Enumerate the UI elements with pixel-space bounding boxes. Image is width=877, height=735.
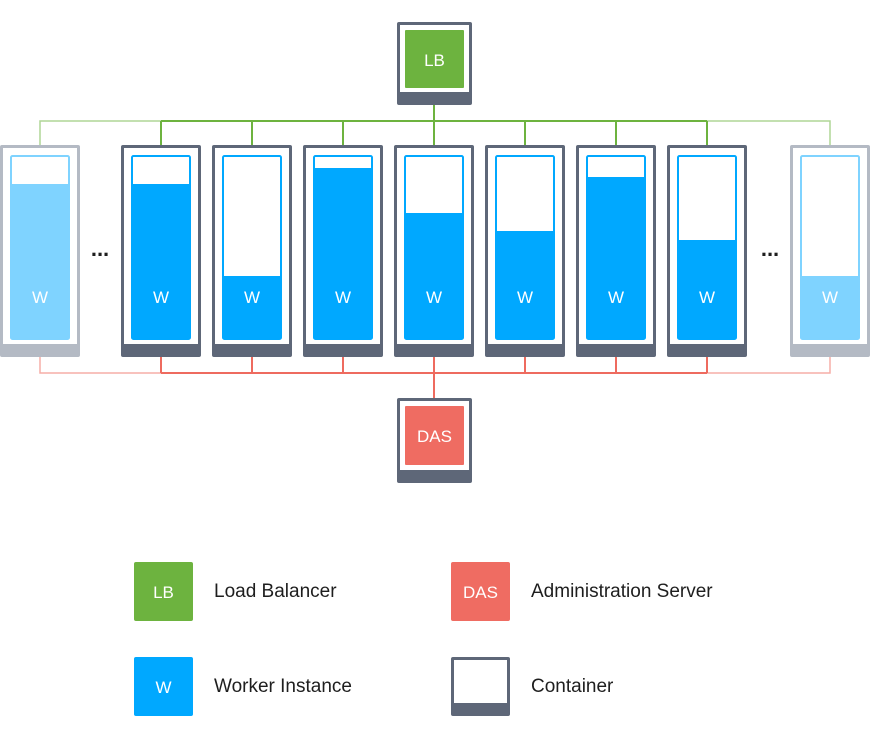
worker-label: W	[335, 288, 351, 307]
load-balancer-node: LB	[397, 22, 472, 105]
worker-label: W	[517, 288, 533, 307]
legend-lb-icon-text: LB	[153, 583, 174, 602]
left-ellipsis: ...	[91, 236, 109, 261]
legend-das-icon-text: DAS	[463, 583, 498, 602]
worker-load-fill	[679, 240, 735, 338]
legend-container-icon	[451, 657, 510, 716]
lb-link-faded-right	[707, 120, 831, 150]
legend-worker-label: Worker Instance	[214, 676, 352, 697]
legend-container-label: Container	[531, 676, 614, 697]
worker-load-fill	[406, 213, 462, 338]
worker-container: W	[303, 145, 383, 357]
lb-label: LB	[424, 51, 445, 70]
worker-label: W	[699, 288, 715, 307]
worker-container: W	[394, 145, 474, 357]
worker-container: W	[790, 145, 870, 357]
legend-das-icon: DAS	[451, 562, 510, 621]
worker-container: W	[0, 145, 80, 357]
lb-link-faded-left	[39, 120, 161, 150]
legend-worker-icon-text: W	[155, 678, 171, 697]
worker-container: W	[212, 145, 292, 357]
worker-container: W	[576, 145, 656, 357]
worker-load-fill	[133, 184, 189, 338]
worker-label: W	[244, 288, 260, 307]
legend-worker-icon: W	[134, 657, 193, 716]
worker-label: W	[153, 288, 169, 307]
right-ellipsis: ...	[761, 236, 779, 261]
worker-container: W	[121, 145, 201, 357]
worker-load-fill	[802, 276, 858, 338]
worker-load-fill	[588, 177, 644, 338]
worker-label: W	[32, 288, 48, 307]
das-node: DAS	[397, 398, 472, 483]
worker-container: W	[485, 145, 565, 357]
legend-das-label: Administration Server	[531, 581, 713, 602]
das-label: DAS	[417, 427, 452, 446]
worker-label: W	[608, 288, 624, 307]
legend-lb-label: Load Balancer	[214, 581, 337, 602]
legend-lb-icon: LB	[134, 562, 193, 621]
worker-load-fill	[224, 276, 280, 338]
worker-label: W	[822, 288, 838, 307]
worker-container: W	[667, 145, 747, 357]
worker-load-fill	[315, 168, 371, 338]
worker-load-fill	[12, 184, 68, 338]
worker-label: W	[426, 288, 442, 307]
worker-load-fill	[497, 231, 553, 338]
